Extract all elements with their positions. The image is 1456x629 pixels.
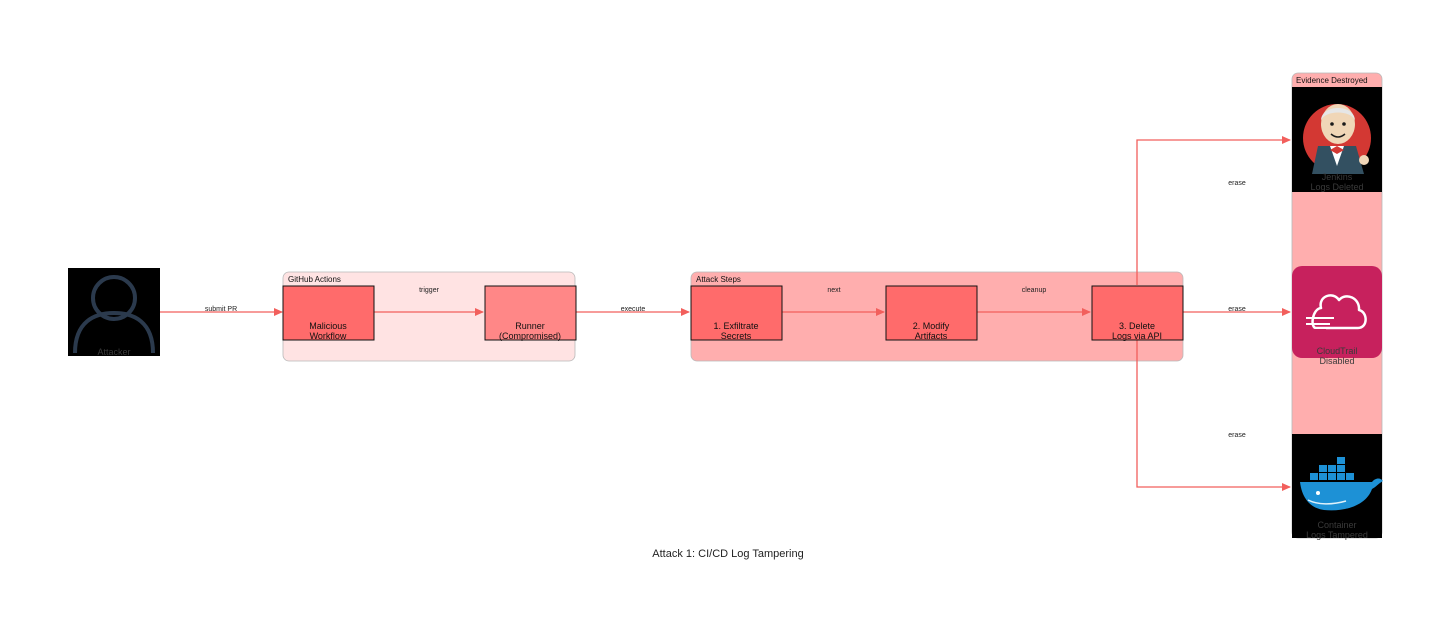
container-label-line1: Container	[1317, 520, 1356, 530]
modify-artifacts-label-line1: 2. Modify	[913, 321, 950, 331]
edge-label-erase-jenkins: erase	[1228, 180, 1246, 187]
malicious-workflow-node[interactable]: Malicious Workflow	[282, 285, 375, 341]
exfiltrate-secrets-node[interactable]: 1. Exfiltrate Secrets	[690, 285, 783, 341]
cloudtrail-label-line1: CloudTrail	[1317, 346, 1358, 356]
jenkins-node[interactable]: Jenkins Logs Deleted	[1292, 87, 1382, 192]
edge-label-next: next	[827, 287, 840, 294]
delete-logs-label-line2: Logs via API	[1112, 331, 1162, 341]
jenkins-icon	[1303, 104, 1371, 174]
edge-label-execute: execute	[621, 306, 646, 313]
jenkins-label-line1: Jenkins	[1322, 172, 1353, 182]
edge-erase-jenkins	[1136, 136, 1291, 285]
edge-label-trigger: trigger	[419, 287, 440, 294]
user-icon	[73, 275, 155, 354]
runner-label-line2: (Compromised)	[499, 331, 561, 341]
docker-icon	[1300, 457, 1383, 511]
delete-logs-node[interactable]: 3. Delete Logs via API	[1091, 285, 1184, 341]
malicious-workflow-label-line1: Malicious	[309, 321, 347, 331]
diagram-caption: Attack 1: CI/CD Log Tampering	[652, 548, 803, 560]
edge-label-cleanup: cleanup	[1022, 287, 1047, 294]
runner-label-line1: Runner	[515, 321, 545, 331]
modify-artifacts-node[interactable]: 2. Modify Artifacts	[885, 285, 978, 341]
edge-label-erase-cloudtrail: erase	[1228, 306, 1246, 313]
attacker-label: Attacker	[97, 347, 130, 357]
cloudtrail-node[interactable]: CloudTrail Disabled	[1292, 266, 1382, 366]
edges	[159, 136, 1291, 491]
attack-steps-cluster-label: Attack Steps	[696, 275, 741, 284]
cloudtrail-label-line2: Disabled	[1319, 356, 1354, 366]
edge-label-erase-container: erase	[1228, 432, 1246, 439]
exfiltrate-secrets-label-line1: 1. Exfiltrate	[713, 321, 758, 331]
edge-erase-container	[1136, 340, 1291, 491]
cloudtrail-icon	[1306, 294, 1367, 331]
github-actions-cluster-label: GitHub Actions	[288, 275, 341, 284]
delete-logs-label-line1: 3. Delete	[1119, 321, 1155, 331]
modify-artifacts-label-line2: Artifacts	[915, 331, 948, 341]
malicious-workflow-label-line2: Workflow	[310, 331, 347, 341]
container-node[interactable]: Container Logs Tampered	[1292, 434, 1383, 540]
container-label-line2: Logs Tampered	[1306, 530, 1368, 540]
attacker-node[interactable]: Attacker	[68, 268, 160, 357]
evidence-destroyed-cluster-label: Evidence Destroyed	[1296, 76, 1368, 85]
runner-node[interactable]: Runner (Compromised)	[484, 285, 577, 341]
exfiltrate-secrets-label-line2: Secrets	[721, 331, 752, 341]
edge-label-submit-pr: submit PR	[205, 306, 237, 313]
jenkins-label-line2: Logs Deleted	[1310, 182, 1363, 192]
